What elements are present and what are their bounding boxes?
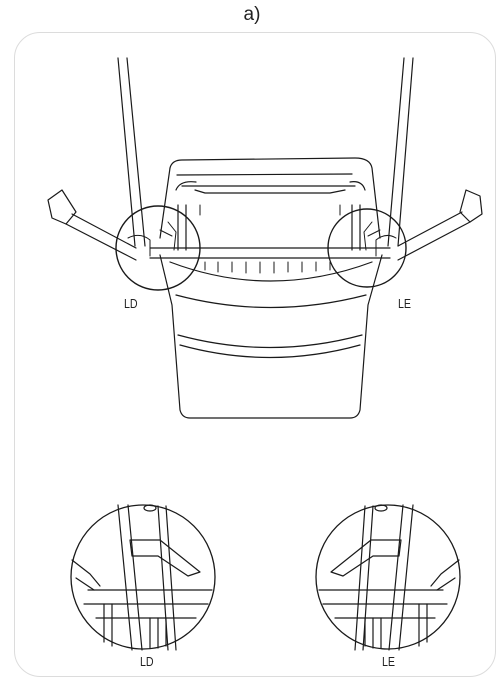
step-label: a)	[243, 4, 261, 25]
callout-label-left: LD	[124, 296, 138, 311]
callout-label-right: LE	[398, 296, 412, 311]
detail-right	[315, 504, 461, 651]
callout-circle-right	[327, 208, 407, 288]
callout-circle-left	[115, 205, 201, 291]
detail-left	[70, 504, 216, 651]
detail-label-left: LD	[140, 654, 154, 669]
illustration-panel	[14, 32, 496, 677]
detail-label-right: LE	[382, 654, 396, 669]
chair-drawing	[47, 57, 483, 419]
